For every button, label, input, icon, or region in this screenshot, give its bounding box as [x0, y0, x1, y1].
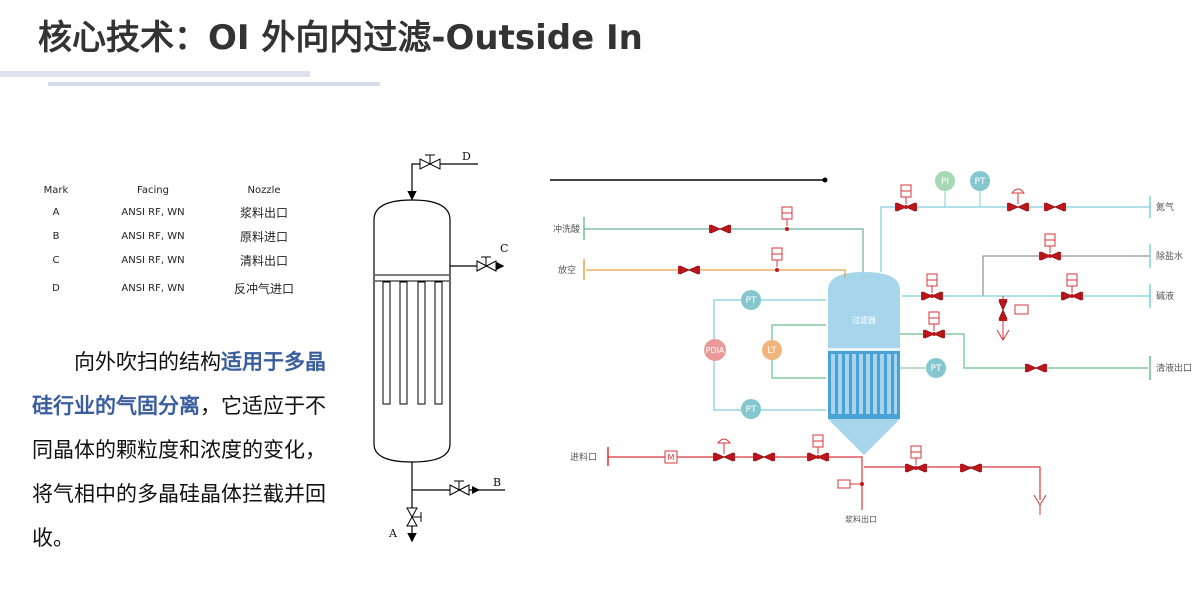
column-header-facing: Facing: [137, 184, 169, 196]
facing-cell: ANSI RF, WN: [121, 282, 185, 294]
level-loop: LT: [762, 324, 826, 379]
outlet-c-line: C: [450, 242, 508, 272]
pt-label: PT: [746, 405, 757, 415]
pt-label: PT: [746, 296, 757, 306]
inlet-d-line: D: [407, 150, 478, 201]
clear-outlet-line: PT 清液出口: [900, 311, 1192, 380]
pi-label: PI: [941, 177, 949, 187]
column-header-nozzle: Nozzle: [247, 184, 281, 196]
vent-line: 放空: [558, 247, 846, 280]
vessel-body: [373, 199, 451, 463]
pt-bubble: [926, 358, 946, 378]
mark-cell: C: [52, 254, 60, 266]
pt-label: PT: [931, 364, 942, 374]
description-paragraph: 向外吹扫的结构适用于多晶硅行业的气固分离，它适应于不同晶体的颗粒度和浓度的变化，…: [32, 340, 337, 560]
pt-label: PT: [975, 177, 986, 187]
table-row: D ANSI RF, WN 反冲气进口: [22, 272, 312, 304]
label-c: C: [500, 242, 508, 255]
facing-cell: ANSI RF, WN: [121, 206, 185, 218]
description-text: 向外吹扫的结构: [74, 350, 221, 374]
label-desalted-water: 除盐水: [1156, 250, 1183, 262]
nozzle-cell: 反冲气进口: [233, 281, 294, 296]
nozzle-table: Mark Facing Nozzle A ANSI RF, WN 浆料出口 B …: [22, 180, 312, 304]
nitrogen-line: PI PT 氮气: [880, 171, 1174, 272]
label-b: B: [493, 476, 501, 489]
label-vent: 放空: [558, 264, 576, 276]
differential-pressure-loop: PT PT PDIA: [704, 290, 826, 419]
pdia-label: PDIA: [706, 346, 725, 355]
table-row: B ANSI RF, WN 原料进口: [22, 224, 312, 248]
title-underline-bar-secondary: [48, 82, 380, 86]
column-header-mark: Mark: [43, 184, 69, 196]
label-d: D: [462, 150, 471, 163]
nozzle-cell: 清料出口: [239, 253, 288, 268]
page-title: 核心技术：OI 外向内过滤-Outside In: [38, 18, 643, 58]
label-lye: 碱液: [1156, 290, 1174, 302]
mark-cell: A: [52, 206, 60, 218]
lye-line: 碱液: [902, 273, 1174, 341]
table-header-row: Mark Facing Nozzle: [22, 180, 312, 200]
slurry-outlet-line: 浆料出口: [837, 445, 1047, 524]
flush-acid-line: 冲洗酸: [553, 206, 864, 272]
description-text-continued: ，它适应于不同晶体的颗粒度和浓度的变化，将气相中的多晶硅晶体拦截并回收。: [32, 394, 326, 550]
title-underline-bar: [0, 71, 310, 77]
label-a: A: [388, 527, 398, 540]
mark-cell: D: [52, 282, 60, 294]
facing-cell: ANSI RF, WN: [121, 254, 185, 266]
label-clear-outlet: 清液出口: [1156, 362, 1192, 374]
label-flush-acid: 冲洗酸: [553, 223, 580, 235]
pi-bubble: [935, 171, 955, 191]
description-highlight: 适用于多晶硅行业的气固分离: [32, 350, 326, 418]
desalted-water-line: 除盐水: [982, 233, 1183, 296]
facing-cell: ANSI RF, WN: [121, 230, 185, 242]
label-nitrogen: 氮气: [1156, 201, 1174, 213]
feed-inlet-line: M 进料口: [570, 434, 863, 510]
nozzle-cell: 浆料出口: [239, 205, 288, 220]
label-slurry-outlet: 浆料出口: [845, 514, 877, 524]
label-feed-inlet: 进料口: [570, 451, 597, 463]
mark-cell: B: [52, 230, 60, 242]
table-row: A ANSI RF, WN 浆料出口: [22, 200, 312, 224]
motor-label: M: [668, 453, 675, 462]
lt-label: LT: [767, 346, 777, 356]
filter-elements: [382, 281, 443, 405]
nozzle-cell: 原料进口: [239, 229, 288, 244]
vessel-label: 过滤器: [852, 315, 876, 325]
outlet-a-line: A: [388, 507, 422, 540]
filter-vessel: 过滤器: [828, 272, 900, 455]
inlet-b-line: B: [407, 462, 505, 543]
table-row: C ANSI RF, WN 清料出口: [22, 248, 312, 272]
pt-bubble: [970, 171, 990, 191]
